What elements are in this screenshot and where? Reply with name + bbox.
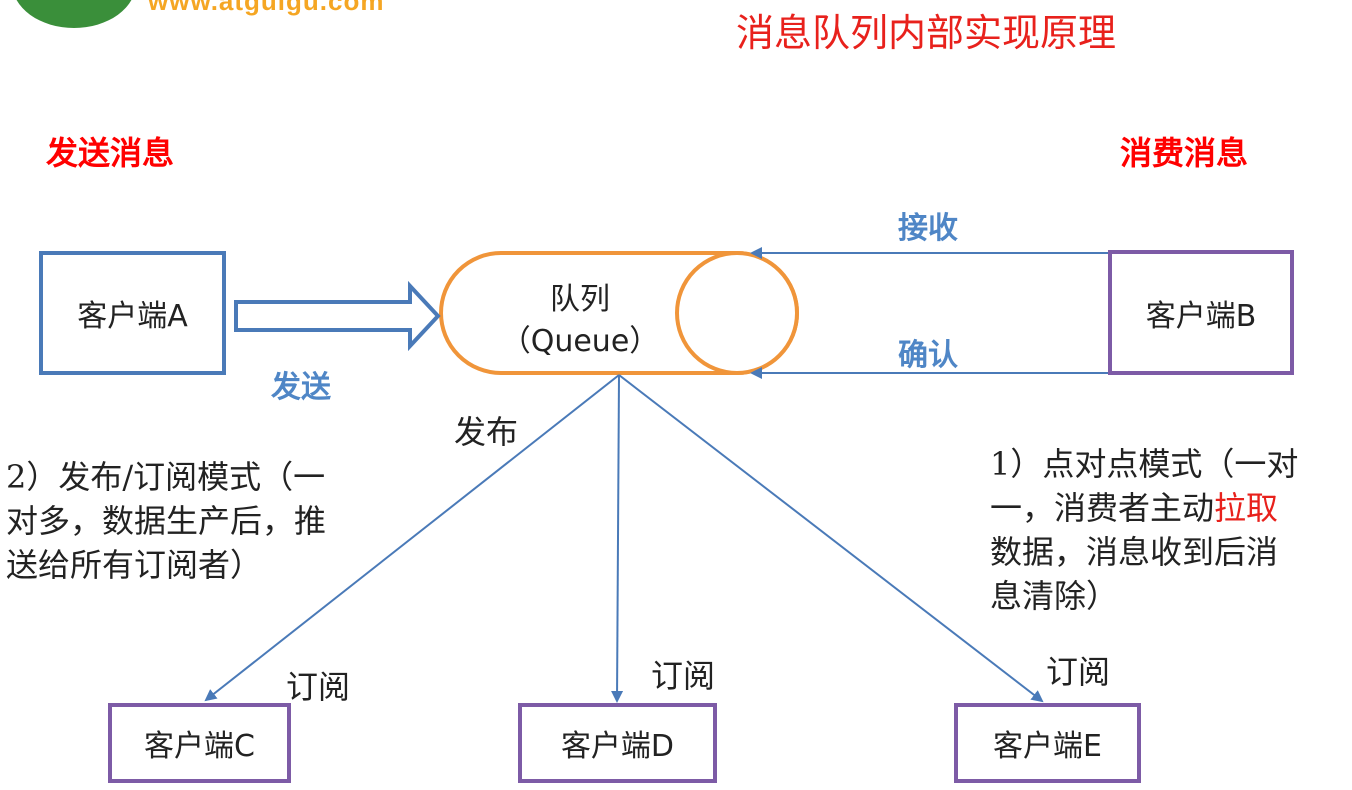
client-a-box: 客户端A [39, 251, 226, 375]
publish-label: 发布 [454, 413, 519, 451]
receive-label: 接收 [898, 211, 958, 246]
pubsub-note-line: 送给所有订阅者） [6, 546, 263, 584]
publish-line-d [611, 374, 624, 703]
page-title: 消息队列内部实现原理 [736, 11, 1117, 55]
client-d-label: 客户端D [560, 729, 675, 764]
send-arrow [234, 280, 441, 352]
publish-line-c [204, 374, 620, 702]
queue-label-english: （Queue） [500, 324, 660, 359]
client-e-label: 客户端E [993, 729, 1102, 764]
subscribe-label-e: 订阅 [1046, 653, 1111, 691]
client-b-label: 客户端B [1145, 298, 1257, 334]
p2p-note-line: 息清除） [990, 577, 1119, 615]
client-e-box: 客户端E [954, 703, 1141, 783]
send-label: 发送 [271, 370, 331, 405]
consume-section-heading: 消费消息 [1120, 134, 1249, 172]
pubsub-note: 2）发布/订阅模式（一 对多，数据生产后，推 送给所有订阅者） [6, 455, 326, 587]
client-d-box: 客户端D [518, 703, 717, 783]
client-a-label: 客户端A [77, 299, 188, 334]
p2p-note-line: 1）点对点模式（一对 [990, 445, 1299, 483]
pubsub-note-line: 2）发布/订阅模式（一 [6, 458, 326, 496]
client-c-box: 客户端C [108, 703, 291, 783]
client-b-box: 客户端B [1108, 250, 1294, 375]
queue-end-cap [675, 251, 799, 375]
subscribe-label-d: 订阅 [651, 657, 716, 695]
p2p-note-text: 一，消费者主动 [990, 489, 1215, 527]
p2p-note-line: 数据，消息收到后消 [990, 533, 1279, 571]
queue-label-name: 队列 [550, 282, 610, 317]
publish-line-e [618, 374, 1044, 703]
logo-url-text: www.atguigu.com [148, 0, 385, 16]
p2p-note: 1）点对点模式（一对 一，消费者主动拉取 数据，消息收到后消 息清除） [990, 442, 1298, 618]
client-c-label: 客户端C [144, 729, 255, 764]
confirm-label: 确认 [898, 338, 958, 373]
p2p-note-highlight: 拉取 [1214, 489, 1279, 527]
subscribe-label-c: 订阅 [286, 668, 351, 706]
p2p-note-line: 一，消费者主动拉取 [990, 486, 1298, 530]
send-section-heading: 发送消息 [46, 134, 175, 172]
pubsub-note-line: 对多，数据生产后，推 [6, 502, 327, 540]
